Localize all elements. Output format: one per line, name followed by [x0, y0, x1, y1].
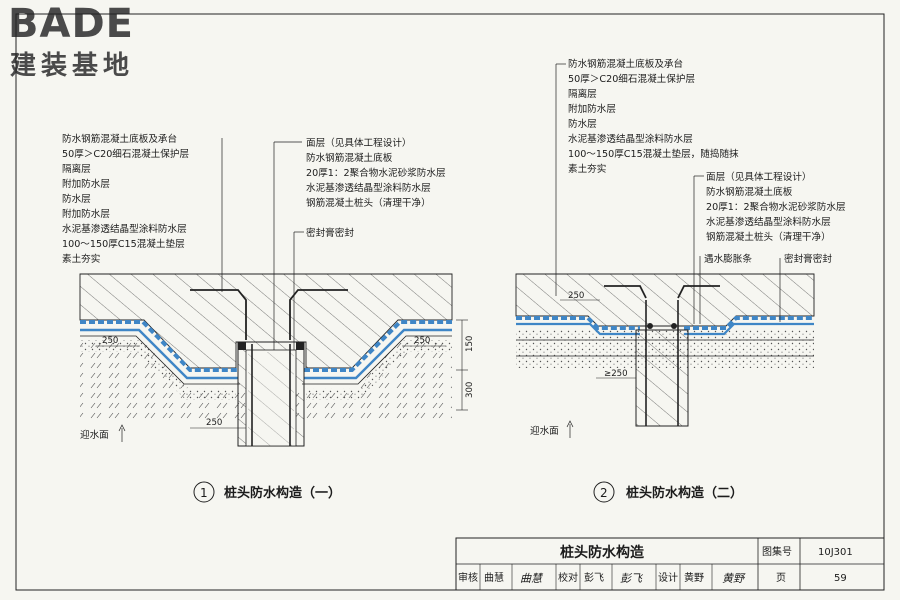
sheet-frame: [15, 13, 885, 591]
signature: 彭飞: [620, 572, 644, 585]
label: 防水钢筋混凝土底板及承台: [62, 133, 177, 145]
label: 素土夯实: [568, 163, 606, 175]
caption-number: 1: [200, 486, 208, 500]
label: 附加防水层: [568, 103, 616, 115]
title-block: [455, 537, 885, 591]
label: 钢筋混凝土桩头（清理干净）: [306, 197, 431, 209]
caption: 桩头防水构造（一）: [224, 485, 341, 501]
label: 隔离层: [568, 88, 597, 100]
label: 防水层: [568, 118, 597, 130]
label: 100～150厚C15混凝土垫层，随捣随抹: [568, 148, 739, 160]
tb-cell: 设计: [658, 571, 678, 584]
caption-number: 2: [600, 486, 608, 500]
signature: 曲慧: [520, 572, 544, 585]
label: 面层（见具体工程设计）: [306, 137, 412, 149]
label: 20厚1：2聚合物水泥砂浆防水层: [306, 167, 446, 179]
label: 水泥基渗透结晶型涂料防水层: [62, 223, 187, 235]
dim-top: 250: [568, 291, 584, 301]
label: 50厚＞C20细石混凝土保护层: [62, 148, 189, 160]
label: 面层（见具体工程设计）: [706, 171, 812, 183]
tb-cell: 校对: [558, 571, 578, 584]
dim-right: 250: [414, 336, 430, 346]
label: 附加防水层: [62, 178, 110, 190]
label: 50厚＞C20细石混凝土保护层: [568, 73, 695, 85]
label: 附加防水层: [62, 208, 110, 220]
label: 防水层: [62, 193, 91, 205]
detail-1-labels-right: 面层（见具体工程设计） 防水钢筋混凝土底板 20厚1：2聚合物水泥砂浆防水层 水…: [306, 137, 446, 239]
detail-1: [79, 138, 468, 447]
label: 钢筋混凝土桩头（清理干净）: [706, 231, 831, 243]
caption-circle: [193, 481, 215, 503]
caption-circle: [593, 481, 615, 503]
label: 素土夯实: [62, 253, 100, 265]
logo: BADE 建装基地: [8, 2, 188, 88]
sealant-label: 密封膏密封: [784, 253, 832, 265]
water-face-label: 迎水面: [530, 425, 559, 437]
tb-cell: 审核: [458, 571, 478, 584]
detail-2-labels-right: 面层（见具体工程设计） 防水钢筋混凝土底板 20厚1：2聚合物水泥砂浆防水层 水…: [704, 171, 846, 265]
tb-cell: 页: [776, 572, 786, 584]
dim-bottom: 250: [206, 418, 222, 428]
label: 隔离层: [62, 163, 91, 175]
detail-2-labels-top: 防水钢筋混凝土底板及承台 50厚＞C20细石混凝土保护层 隔离层 附加防水层 防…: [568, 58, 739, 175]
label: 水泥基渗透结晶型涂料防水层: [706, 216, 831, 228]
sealant-label: 密封膏密封: [306, 227, 354, 239]
atlas-number: 10J301: [818, 547, 853, 558]
dim-bottom: ≥250: [604, 369, 628, 379]
tb-cell: 曲慧: [484, 571, 504, 584]
label: 防水钢筋混凝土底板: [306, 152, 393, 164]
logo-chinese: 建装基地: [10, 51, 135, 81]
dim-150: 150: [465, 336, 475, 352]
page-number: 59: [834, 573, 847, 584]
detail-1-labels-left: 防水钢筋混凝土底板及承台 50厚＞C20细石混凝土保护层 隔离层 附加防水层 防…: [62, 133, 189, 265]
drawing-title: 桩头防水构造: [560, 544, 644, 561]
swell-strip-label: 遇水膨胀条: [704, 253, 752, 265]
label: 20厚1：2聚合物水泥砂浆防水层: [706, 201, 846, 213]
dim-300: 300: [465, 382, 475, 398]
water-face-label: 迎水面: [80, 429, 109, 441]
label: 防水钢筋混凝土底板: [706, 186, 793, 198]
detail-2: [515, 63, 815, 438]
tb-cell: 彭飞: [584, 571, 604, 584]
signature: 黄野: [722, 572, 746, 585]
label: 防水钢筋混凝土底板及承台: [568, 58, 683, 70]
label: 水泥基渗透结晶型涂料防水层: [568, 133, 693, 145]
tb-cell: 黄野: [684, 571, 704, 584]
label: 100～150厚C15混凝土垫层: [62, 238, 185, 250]
atlas-label: 图集号: [762, 545, 792, 558]
caption: 桩头防水构造（二）: [626, 485, 743, 501]
dim-left: 250: [102, 336, 118, 346]
logo-word: BADE: [8, 1, 134, 47]
label: 水泥基渗透结晶型涂料防水层: [306, 182, 431, 194]
